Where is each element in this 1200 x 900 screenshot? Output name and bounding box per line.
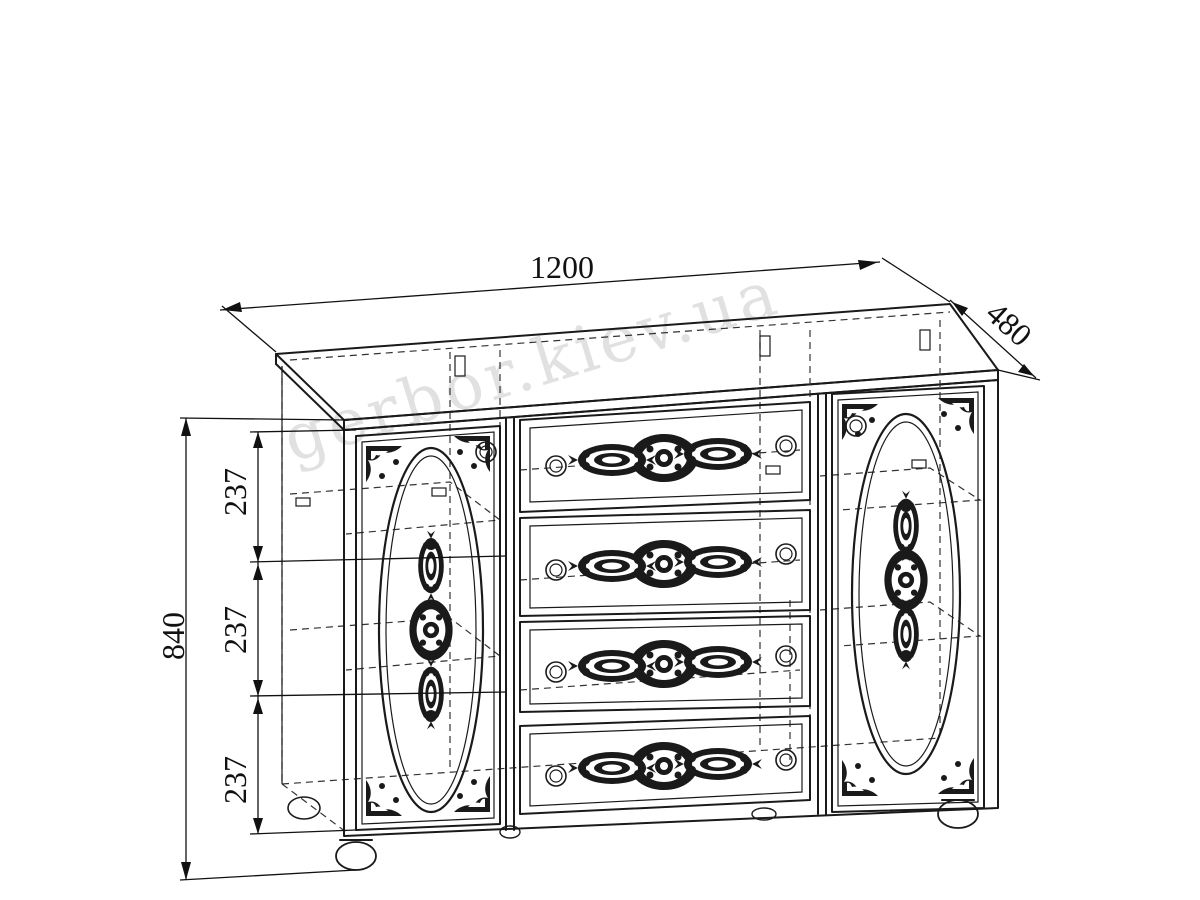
drawer-knob-icon[interactable]: [545, 765, 567, 787]
right-door[interactable]: [831, 385, 985, 813]
drawer-knob-icon[interactable]: [775, 435, 797, 457]
width-label: 1200: [530, 249, 594, 285]
dimension-width: 1200: [219, 249, 951, 353]
left-door[interactable]: [355, 425, 501, 831]
drawer-knob-icon[interactable]: [775, 749, 797, 771]
height-label: 840: [155, 612, 191, 660]
drawer-knob-icon[interactable]: [545, 661, 567, 683]
dimension-height: 840: [155, 417, 357, 881]
section-height-label-1: 237: [217, 468, 253, 516]
section-height-label-2: 237: [217, 606, 253, 654]
cabinet-body: [281, 366, 999, 837]
section-height-label-3: 237: [217, 756, 253, 804]
drawer-knob-icon[interactable]: [775, 645, 797, 667]
drawer-3[interactable]: [519, 615, 811, 713]
dimension-sections: 237 237 237: [217, 429, 507, 835]
drawer-4[interactable]: [519, 715, 811, 815]
depth-label: 480: [979, 294, 1039, 353]
drawer-1[interactable]: [519, 401, 811, 513]
drawer-2[interactable]: [519, 509, 811, 617]
feet: [287, 796, 979, 871]
drawer-knob-icon[interactable]: [545, 455, 567, 477]
